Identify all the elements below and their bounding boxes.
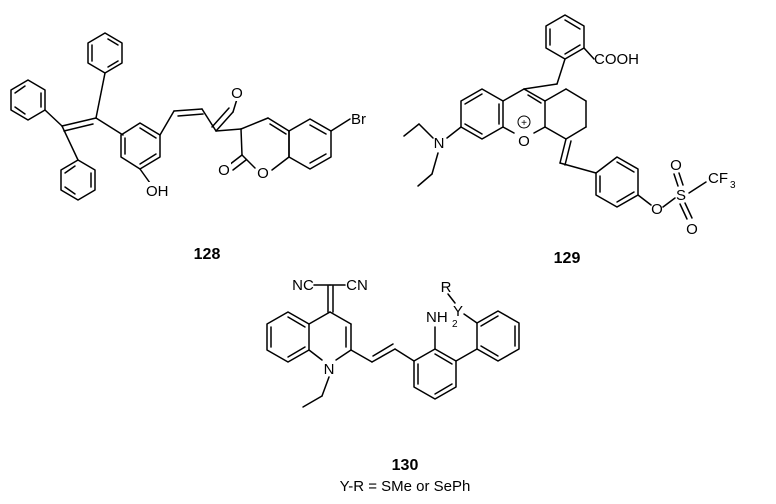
amine-label: N xyxy=(434,135,445,152)
carboxylic-acid-label: COOH xyxy=(594,51,639,68)
charge-sign: + xyxy=(521,118,527,129)
phenyl-ring-bottom xyxy=(60,159,96,201)
phenol-ring xyxy=(120,122,161,170)
trifluoromethyl-label: CF xyxy=(708,170,728,187)
xanthene-core xyxy=(460,83,587,166)
nitrile-left-label: NC xyxy=(292,277,314,294)
positive-charge-icon xyxy=(517,115,531,129)
lactone-oxygen-label: O xyxy=(218,162,230,179)
compound-label-129: 129 xyxy=(554,250,581,267)
quinoline-nitrogen-label: N xyxy=(324,361,335,378)
compound-128: O OH O O Br 128 xyxy=(10,32,366,263)
benzoic-acid-ring xyxy=(545,14,595,60)
quinoline-ring xyxy=(266,311,352,363)
oxonium-label: O xyxy=(518,133,530,150)
aryl-chalcogen-ring xyxy=(476,310,520,362)
compound-129: COOH O + N xyxy=(403,14,736,267)
trifluoromethyl-subscript: 3 xyxy=(730,180,736,191)
sulfonyl-oxygen-top: O xyxy=(670,157,682,174)
amino-label: NH xyxy=(426,309,448,326)
y-group-label: Y xyxy=(453,303,463,320)
compound-label-128: 128 xyxy=(194,246,221,263)
ether-oxygen-label: O xyxy=(651,201,663,218)
ring-oxygen-label: O xyxy=(257,165,269,182)
hydroxyl-label: OH xyxy=(146,183,169,200)
sulfonyl-oxygen-bottom: O xyxy=(686,221,698,238)
aryl-triflate-ring xyxy=(595,156,639,208)
compound-130: NC CN N xyxy=(266,277,520,495)
phenyl-ring-top xyxy=(87,32,123,74)
aniline-ring xyxy=(413,348,457,400)
compound-label-130: 130 xyxy=(392,457,419,474)
amino-subscript: 2 xyxy=(452,319,458,330)
substituent-caption: Y-R = SMe or SePh xyxy=(340,478,471,495)
phenyl-ring-left xyxy=(10,79,46,121)
sulfur-label: S xyxy=(676,187,686,204)
bromo-label: Br xyxy=(351,111,366,128)
nitrile-right-label: CN xyxy=(346,277,368,294)
coumarin-ring xyxy=(228,98,351,171)
r-group-label: R xyxy=(441,279,452,296)
oxo-oxygen-label: O xyxy=(231,85,243,102)
